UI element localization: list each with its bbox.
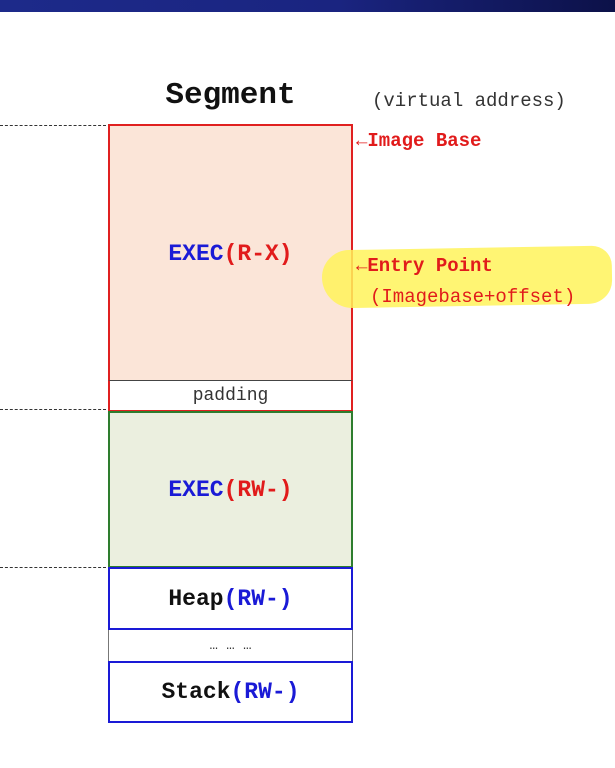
exec-rx-perm: (R-X) [223,240,293,267]
heap-segment: Heap(RW-) [108,567,353,630]
exec-rw-perm: (RW-) [223,476,293,503]
entry-point-annotation: ←Entry Point [356,255,493,277]
dashed-guide-line [0,567,106,568]
stack-name: Stack [161,679,231,705]
heap-perm: (RW-) [223,585,293,612]
stack-segment: Stack(RW-) [108,661,353,723]
exec-rx-name: EXEC [168,240,224,267]
dashed-guide-line [0,409,106,410]
segment-title: Segment [165,78,296,113]
heap-name: Heap [168,585,224,612]
exec-rw-name: EXEC [168,476,224,503]
ellipsis-label: … … … [209,638,252,654]
padding-segment: padding [108,380,353,412]
entry-offset-annotation: (Imagebase+offset) [370,286,576,308]
virtual-address-label: (virtual address) [372,90,566,112]
top-title-bar [0,0,615,12]
padding-label: padding [192,385,269,406]
ellipsis-gap: … … … [108,630,353,662]
exec-rx-segment: EXEC(R-X) [108,124,353,381]
stack-perm: (RW-) [230,679,300,705]
dashed-guide-line [0,125,106,126]
exec-rw-segment: EXEC(RW-) [108,411,353,568]
image-base-annotation: ←Image Base [356,130,482,152]
